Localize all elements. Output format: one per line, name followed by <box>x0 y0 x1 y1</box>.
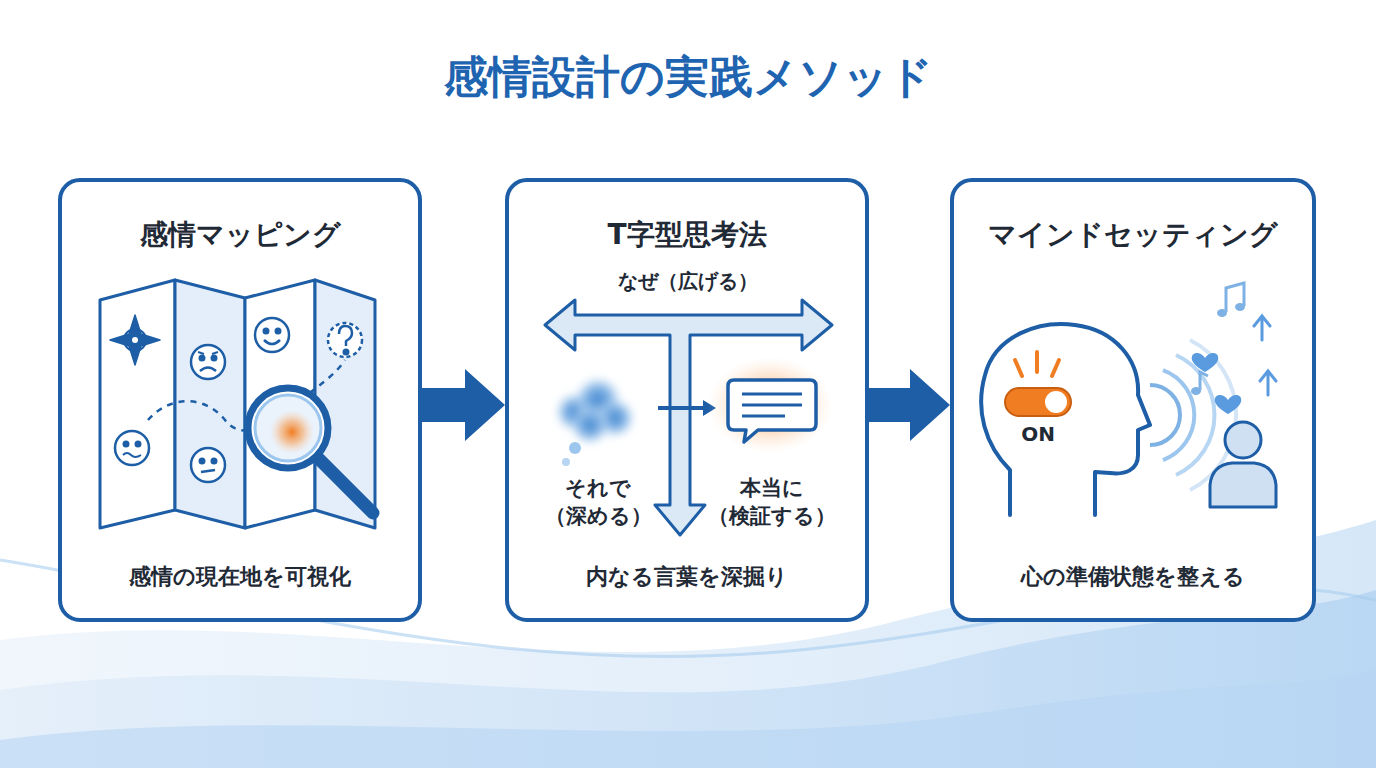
mind-illustration-part <box>1254 316 1270 340</box>
mind-illustration-part <box>1200 372 1208 390</box>
mind-illustration-part <box>1191 387 1201 395</box>
map-illustration-part <box>212 356 216 360</box>
panel-ground <box>58 178 422 622</box>
t-shape-illustration-part <box>555 376 635 445</box>
t-shape-illustration-part <box>742 404 802 407</box>
method-panel: 感情マッピング感情の現在地を可視化 <box>58 178 422 622</box>
mind-illustration-part <box>1215 395 1242 414</box>
map-illustration-part <box>318 458 373 513</box>
flow-arrow <box>869 369 950 441</box>
wave-ground-part <box>0 670 1376 768</box>
method-panel: マインドセッティング心の準備状態を整える <box>950 178 1316 622</box>
map-illustration-part <box>175 280 245 528</box>
axis-label: それで （深める） <box>534 474 662 531</box>
t-shape-illustration-part <box>658 406 705 410</box>
t-shape-illustration-part <box>742 415 785 418</box>
map-illustration-part <box>124 442 128 446</box>
map-illustration-part <box>255 395 321 461</box>
map-illustration-part <box>200 356 204 360</box>
panel-caption: 心の準備状態を整える <box>954 562 1312 592</box>
map-illustration-part <box>191 345 225 379</box>
panel-ground <box>950 178 1316 622</box>
axis-label: 本当に （検証する） <box>702 474 842 531</box>
map-illustration-part <box>270 410 314 454</box>
map-illustration-part <box>328 323 362 357</box>
map-illustration-part <box>201 470 215 472</box>
mind-illustration-part <box>1035 352 1039 372</box>
map-illustration <box>100 280 375 528</box>
mind-illustration-part <box>1226 283 1244 312</box>
mind-illustration-part <box>1015 360 1022 376</box>
mind-illustration-part <box>1045 391 1067 413</box>
t-shape-illustration-part <box>742 393 802 396</box>
switch-label: ON <box>1008 421 1068 448</box>
mind-illustration-part <box>1052 360 1059 376</box>
map-illustration-part <box>276 329 280 333</box>
map-illustration-part <box>200 368 216 372</box>
map-illustration-part <box>200 459 204 463</box>
map-illustration-part <box>115 431 149 465</box>
mind-illustration-part <box>1235 303 1245 311</box>
map-illustration-part <box>339 326 352 346</box>
map-illustration-part <box>110 315 160 365</box>
map-illustration-part <box>212 459 216 463</box>
mind-illustration-part <box>1225 422 1261 458</box>
diagram-title: 感情設計の実践メソッド <box>0 48 1376 107</box>
panel-heading: マインドセッティング <box>954 216 1312 254</box>
t-shape-illustration-part <box>569 442 581 454</box>
mind-illustration-part <box>981 324 1150 515</box>
map-illustration-part <box>344 350 348 354</box>
t-shape-illustration-part <box>728 380 816 442</box>
mind-illustration-part <box>1192 353 1219 372</box>
map-illustration-part <box>264 329 268 333</box>
t-shape-illustration-part <box>708 357 832 453</box>
map-illustration-part <box>136 442 140 446</box>
map-illustration-part <box>264 340 280 344</box>
map-illustration-part <box>123 453 141 457</box>
mind-illustration <box>981 283 1276 515</box>
map-illustration-part <box>198 352 218 354</box>
map-illustration-part <box>124 329 146 351</box>
mind-illustration-part <box>1163 370 1194 460</box>
map-illustration-part <box>132 337 138 343</box>
mind-illustration-part <box>1210 463 1276 507</box>
mind-illustration-part <box>1260 371 1276 395</box>
t-shape-illustration-part-part <box>570 405 610 445</box>
map-illustration-part <box>191 448 225 482</box>
mind-illustration-part <box>1150 385 1180 445</box>
panel-ground <box>505 178 869 622</box>
map-illustration-part <box>100 280 175 528</box>
axis-label: なぜ（広げる） <box>588 268 788 295</box>
map-illustration-part <box>248 388 328 468</box>
mind-illustration-part <box>1005 388 1071 416</box>
mind-illustration-part <box>1176 355 1215 475</box>
mind-illustration-part <box>1217 309 1227 317</box>
panel-heading: T字型思考法 <box>509 216 865 254</box>
flow-arrow <box>422 369 505 441</box>
method-panel: T字型思考法内なる言葉を深掘り <box>505 178 869 622</box>
panel-caption: 内なる言葉を深掘り <box>509 562 865 592</box>
map-illustration-part <box>255 318 289 352</box>
panel-heading: 感情マッピング <box>62 216 418 254</box>
panel-caption: 感情の現在地を可視化 <box>62 562 418 592</box>
t-shape-illustration-part <box>562 458 570 466</box>
